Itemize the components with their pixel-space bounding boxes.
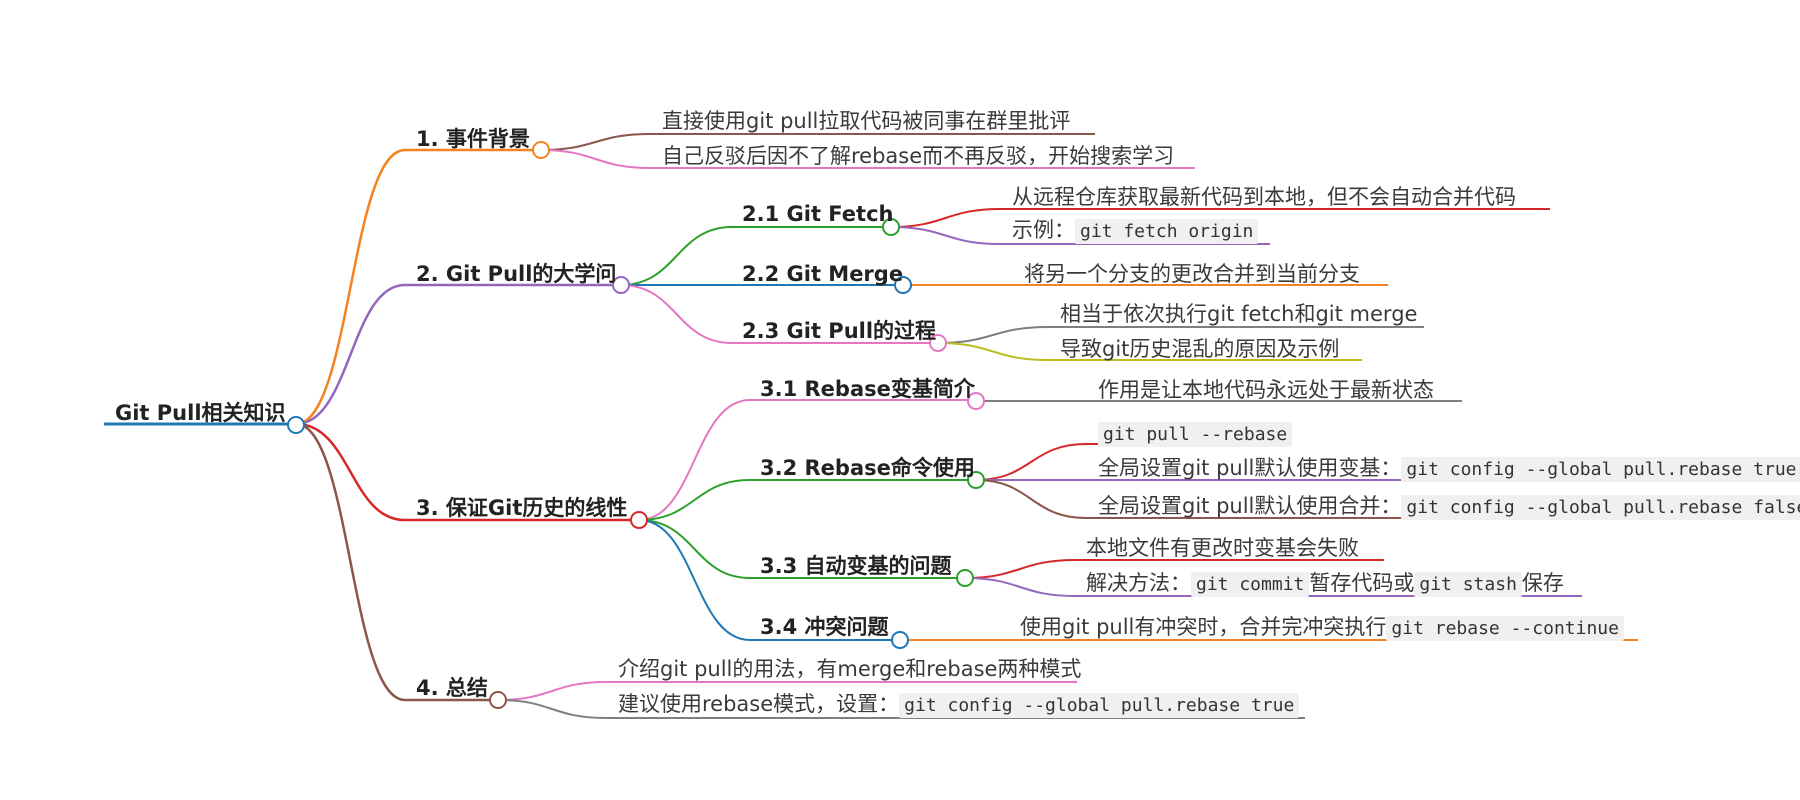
leaf-global-merge: 全局设置git pull默认使用合并：git config --global p… bbox=[1098, 493, 1800, 520]
leaf-search-learn: 自己反驳后因不了解rebase而不再反驳，开始搜索学习 bbox=[662, 144, 1175, 168]
leaf-pull-rebase: git pull --rebase bbox=[1098, 420, 1293, 447]
sub-conflict-issue[interactable]: 3.4 冲突问题 bbox=[760, 615, 889, 639]
code-global-rebase-false: git config --global pull.rebase false bbox=[1401, 495, 1800, 520]
edge-b3-s1 bbox=[638, 399, 751, 521]
branch-linear-history[interactable]: 3. 保证Git历史的线性 bbox=[416, 496, 628, 520]
edge-b3-s2-leaf1 bbox=[975, 443, 1087, 481]
root-node[interactable]: Git Pull相关知识 bbox=[115, 401, 286, 425]
node-b4 bbox=[489, 691, 507, 709]
edge-b3-s4 bbox=[638, 519, 751, 641]
node-b2-s1 bbox=[882, 218, 900, 236]
leaf-pull-equals: 相当于依次执行git fetch和git merge bbox=[1060, 302, 1418, 326]
code-fetch: git fetch origin bbox=[1075, 219, 1259, 244]
edge-b2-s1 bbox=[620, 226, 733, 286]
code-git-commit: git commit bbox=[1191, 572, 1310, 597]
leaf-fetch-example: 示例：git fetch origin bbox=[1012, 217, 1259, 244]
edge-b1-leaf2 bbox=[540, 149, 651, 169]
sub-git-merge[interactable]: 2.2 Git Merge bbox=[742, 262, 904, 286]
sub-auto-rebase-issue[interactable]: 3.3 自动变基的问题 bbox=[760, 554, 952, 578]
edge-b4-leaf1 bbox=[497, 681, 607, 701]
node-b2-s3 bbox=[929, 334, 947, 352]
leaf-rebase-fails: 本地文件有更改时变基会失败 bbox=[1086, 536, 1359, 560]
branch-git-pull-knowledge[interactable]: 2. Git Pull的大学问 bbox=[416, 262, 617, 286]
leaf-rebase-purpose: 作用是让本地代码永远处于最新状态 bbox=[1098, 378, 1434, 402]
edge-b3-s3 bbox=[638, 519, 751, 579]
code-rebase-continue: git rebase --continue bbox=[1386, 616, 1624, 641]
node-b3-s3 bbox=[956, 569, 974, 587]
leaf-global-rebase: 全局设置git pull默认使用变基：git config --global p… bbox=[1098, 455, 1800, 482]
edge-b2-s1-leaf1 bbox=[890, 208, 1001, 228]
leaf-fetch-desc: 从远程仓库获取最新代码到本地，但不会自动合并代码 bbox=[1012, 185, 1516, 209]
edge-b2-s3 bbox=[620, 284, 733, 344]
code-pull-rebase: git pull --rebase bbox=[1098, 422, 1293, 447]
edge-b2-s3-leaf2 bbox=[937, 342, 1049, 361]
sub-git-fetch[interactable]: 2.1 Git Fetch bbox=[742, 202, 894, 226]
edge-b3-s3-leaf1 bbox=[964, 559, 1076, 579]
leaf-criticized: 直接使用git pull拉取代码被同事在群里批评 bbox=[662, 109, 1071, 133]
code-git-stash: git stash bbox=[1414, 572, 1522, 597]
branch-summary[interactable]: 4. 总结 bbox=[416, 676, 488, 700]
sub-rebase-commands[interactable]: 3.2 Rebase命令使用 bbox=[760, 456, 975, 480]
code-global-rebase-true: git config --global pull.rebase true bbox=[1401, 457, 1800, 482]
leaf-pull-chaos: 导致git历史混乱的原因及示例 bbox=[1060, 337, 1340, 361]
leaf-merge-desc: 将另一个分支的更改合并到当前分支 bbox=[1024, 262, 1360, 286]
edge-root-b4 bbox=[295, 422, 406, 702]
node-b3-s4 bbox=[891, 631, 909, 649]
leaf-summary-usage: 介绍git pull的用法，有merge和rebase两种模式 bbox=[618, 657, 1082, 681]
edge-root-b1 bbox=[295, 148, 406, 426]
node-b3-s2 bbox=[967, 471, 985, 489]
node-b3 bbox=[630, 511, 648, 529]
edge-b3-s2-leaf3 bbox=[975, 479, 1087, 519]
node-root bbox=[287, 416, 305, 434]
code-summary-config: git config --global pull.rebase true bbox=[899, 693, 1300, 718]
edge-b1-leaf1 bbox=[540, 133, 651, 151]
sub-git-pull-process[interactable]: 2.3 Git Pull的过程 bbox=[742, 319, 937, 343]
edge-b3-s2 bbox=[638, 479, 751, 521]
edge-b4-leaf2 bbox=[497, 699, 607, 719]
edge-b2-s1-leaf2 bbox=[890, 226, 1001, 245]
node-b2 bbox=[612, 276, 630, 294]
edge-root-b2 bbox=[295, 283, 406, 426]
sub-rebase-intro[interactable]: 3.1 Rebase变基简介 bbox=[760, 377, 975, 401]
edge-b3-s3-leaf2 bbox=[964, 577, 1076, 597]
edge-root-b3 bbox=[295, 422, 406, 522]
leaf-summary-suggest: 建议使用rebase模式，设置：git config --global pull… bbox=[618, 691, 1300, 718]
node-b2-s2 bbox=[894, 276, 912, 294]
edge-b2-s3-leaf1 bbox=[937, 326, 1049, 344]
node-b3-s1 bbox=[967, 392, 985, 410]
branch-event-background[interactable]: 1. 事件背景 bbox=[416, 127, 530, 151]
node-b1 bbox=[532, 141, 550, 159]
